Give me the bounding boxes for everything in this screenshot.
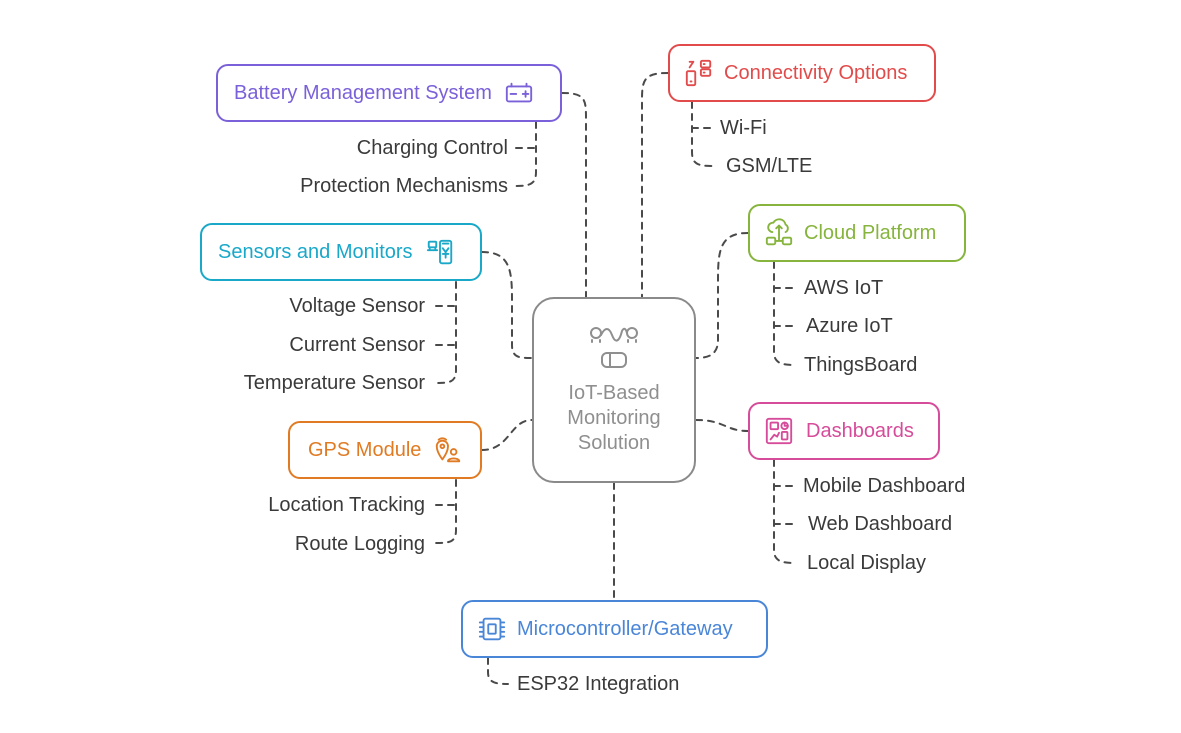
micro-title: Microcontroller/Gateway (517, 617, 733, 640)
cloud-item-aws: AWS IoT (804, 277, 884, 299)
dashboards-item-mobile: Mobile Dashboard (803, 475, 966, 497)
connector-gps (481, 419, 533, 451)
battery-node[interactable]: Battery Management System (216, 64, 562, 122)
gps-item-route: Route Logging (294, 533, 425, 555)
sensors-title: Sensors and Monitors (218, 240, 413, 263)
cloud-node[interactable]: Cloud Platform (748, 204, 966, 262)
dashboards-item-local: Local Display (807, 552, 926, 574)
battery-title: Battery Management System (234, 81, 492, 104)
connector-cloud (695, 232, 749, 359)
connector-cloud-items (773, 261, 795, 366)
sensors-node[interactable]: Sensors and Monitors (200, 223, 482, 281)
sensors-item-voltage: Voltage Sensor (289, 295, 425, 317)
location-icon (431, 433, 465, 467)
dashboards-title: Dashboards (806, 419, 914, 442)
battery-icon (502, 76, 536, 110)
connectivity-item-wifi: Wi-Fi (720, 117, 767, 139)
connector-dashboards (695, 419, 749, 432)
center-title: IoT-Based Monitoring Solution (567, 382, 661, 454)
connector-connectivity (641, 72, 669, 298)
connectivity-item-gsm: GSM/LTE (726, 155, 813, 177)
connector-gps-items (435, 479, 457, 544)
micro-item-esp32: ESP32 Integration (517, 673, 680, 695)
phone-server-icon (682, 56, 716, 90)
chip-icon (475, 612, 509, 646)
battery-item-charging: Charging Control (356, 137, 508, 159)
sensors-item-temperature: Temperature Sensor (243, 372, 425, 394)
gps-node[interactable]: GPS Module (288, 421, 482, 479)
gps-item-location: Location Tracking (268, 494, 425, 516)
center-node: IoT-Based Monitoring Solution (532, 297, 696, 483)
dashboards-item-web: Web Dashboard (808, 513, 953, 535)
connector-battery-items (515, 121, 537, 187)
cloud-item-azure: Azure IoT (806, 315, 893, 337)
connector-sensors-items (435, 281, 457, 384)
connectivity-title: Connectivity Options (724, 61, 908, 84)
gps-title: GPS Module (308, 438, 422, 461)
connector-dashboards-items (773, 459, 795, 564)
battery-item-protection: Protection Mechanisms (300, 175, 508, 197)
connector-battery (561, 92, 587, 298)
sensor-icon (423, 235, 457, 269)
micro-node[interactable]: Microcontroller/Gateway (461, 600, 768, 658)
sensors-item-current: Current Sensor (289, 334, 425, 356)
connector-micro-items (487, 657, 509, 685)
dashboards-node[interactable]: Dashboards (748, 402, 940, 460)
dashboard-icon (762, 414, 796, 448)
cloud-item-thingsboard: ThingsBoard (804, 354, 918, 376)
cloud-network-icon (762, 216, 796, 250)
connectivity-node[interactable]: Connectivity Options (668, 44, 936, 102)
cloud-title: Cloud Platform (804, 221, 937, 244)
connector-sensors (481, 251, 533, 359)
connector-connectivity-items (691, 101, 713, 167)
iot-icon (590, 327, 638, 368)
